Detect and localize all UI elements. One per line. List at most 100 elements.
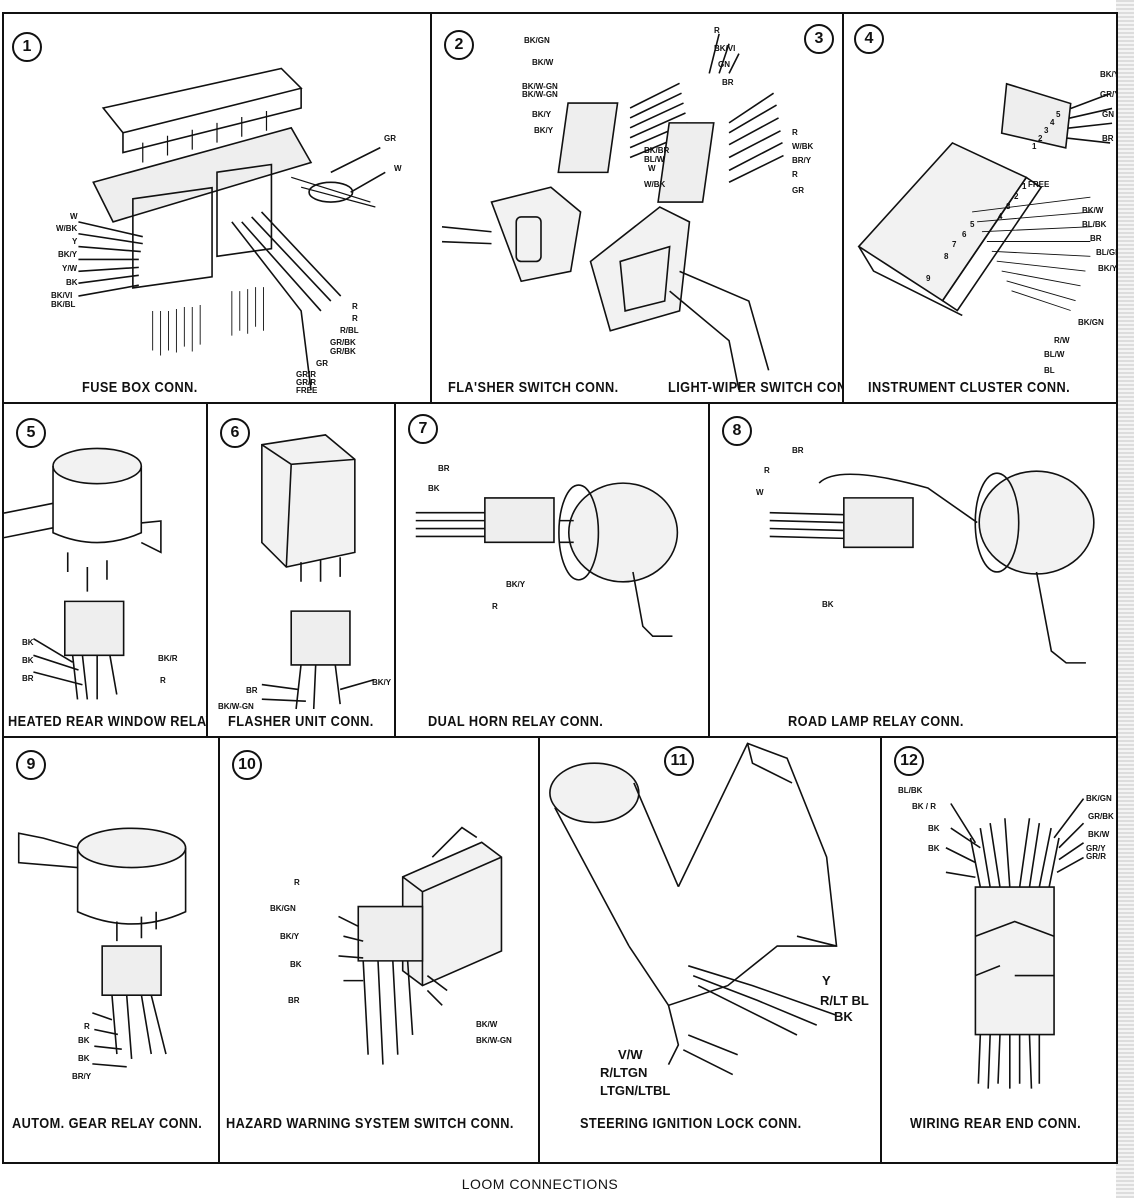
wire-label: W/BK [792,142,814,151]
wire-label: V/W [618,1047,643,1062]
panel-flasher-light-wiper: 2 3 BK/GN BK/W BK/W-GN BK/W-GN BK/Y BK/Y… [430,12,844,404]
wire-label: FREE [1028,180,1050,189]
wire-label: BK/W-GN [522,90,558,99]
wire-label: R [352,302,358,311]
panel-number: 8 [722,416,752,446]
panel-title: AUTOM. GEAR RELAY CONN. [12,1115,203,1132]
wire-label: FREE [296,386,318,395]
wire-label: R [792,128,798,137]
panel-instrument-cluster: 4 BK/Y GR/Y GN BR FREE BK/W BL/BK BR BL/… [842,12,1118,404]
wire-label: BK/R [158,654,178,663]
wire-label: BR/Y [792,156,812,165]
wire-label: BK/BL [51,300,76,309]
panel-hazard-switch: 10 R BK/GN BK/Y BK BR BK/W BK/W-GN HAZAR… [218,736,540,1164]
relay-drawing [4,404,206,736]
wire-label: BK [928,844,940,853]
wire-label: BK [78,1054,90,1063]
panel-number: 2 [444,30,474,60]
wire-label: W [756,488,764,497]
wire-label: LTGN/LTBL [600,1083,671,1098]
wire-label: R [160,676,166,685]
flasher-unit-drawing [208,404,394,736]
panel-title: STEERING IGNITION LOCK CONN. [580,1115,802,1132]
panel-title: ROAD LAMP RELAY CONN. [788,713,964,730]
wire-label: BK/W-GN [218,702,254,711]
pin-number: 2 [1014,192,1019,201]
wire-label: BK/W [532,58,554,67]
wire-label: BK/GN [270,904,296,913]
wire-label: BK/Y [506,580,526,589]
wire-label: W [70,212,78,221]
panel-title: WIRING REAR END CONN. [910,1115,1082,1132]
pin-number: 9 [926,274,931,283]
wire-label: BK/GN [524,36,550,45]
panel-number: 6 [220,418,250,448]
wire-label: R [792,170,798,179]
rear-end-drawing [882,738,1116,1162]
wire-label: BK / R [912,802,936,811]
wire-label: BK [78,1036,90,1045]
pin-number: 3 [1044,126,1049,135]
panel-title: HAZARD WARNING SYSTEM SWITCH CONN. [226,1115,514,1132]
wire-label: BK/Y [532,110,552,119]
wire-label: GR [384,134,396,143]
wire-label: R/W [1054,336,1070,345]
wire-label: BK [822,600,834,609]
wire-label: W [394,164,402,173]
wire-label: BL/GN [1096,248,1116,257]
panel-number: 11 [664,746,694,776]
wire-label: BK [22,656,34,665]
wire-label: BK/W [1088,830,1110,839]
panel-number: 5 [16,418,46,448]
instrument-cluster-drawing [844,14,1116,402]
wire-label: R/BL [340,326,359,335]
scan-edge [1116,0,1134,1198]
pin-number: 4 [998,212,1003,221]
wire-label: Y/W [62,264,78,273]
panel-fuse-box: 1 GR W W W/BK Y BK/Y Y/W BK BK/VI BK/BL … [2,12,432,404]
pin-number: 1 [1022,182,1027,191]
wire-label: BK [834,1009,853,1024]
wire-label: BK/W-GN [476,1036,512,1045]
panel-flasher-unit: 6 BR BK/W-GN BK/Y FLASHER UNIT CONN. [206,402,396,738]
wire-label: BK/W [476,1020,498,1029]
wire-label: W/BK [56,224,78,233]
wire-label: BL/BK [1082,220,1107,229]
wire-label: GR/R [1086,852,1106,861]
wire-label: BR [1102,134,1114,143]
pin-number: 7 [952,240,957,249]
pin-number: 6 [962,230,967,239]
panel-title: INSTRUMENT CLUSTER CONN. [868,379,1071,396]
panel-steering-ignition-lock: 11 Y R/LT BL BK V/W R/LTGN LTGN/LTBL STE… [538,736,882,1164]
wire-label: BK/BR [644,146,670,155]
wire-label: GR/BK [330,347,356,356]
wire-label: BK/W [1082,206,1104,215]
ignition-lock-drawing [540,738,880,1162]
panel-title: FLASHER UNIT CONN. [228,713,374,730]
panel-road-lamp-relay: 8 BR R W BK ROAD LAMP RELAY CONN. [708,402,1118,738]
wire-label: BK/VI [51,291,73,300]
wire-label: BL/W [1044,350,1065,359]
wire-label: GR [316,359,328,368]
wire-label: BK/VI [714,44,736,53]
wire-label: BR/Y [72,1072,92,1081]
wire-label: R [294,878,300,887]
wire-label: R [764,466,770,475]
pin-number: 4 [1050,118,1055,127]
wire-label: BK/Y [1098,264,1118,273]
wire-label: BR [1090,234,1102,243]
panel-number: 7 [408,414,438,444]
wire-label: R [84,1022,90,1031]
wire-label: R/LTGN [600,1065,648,1080]
pin-number: 8 [944,252,949,261]
pin-number: 5 [1056,110,1061,119]
panel-number: 1 [12,32,42,62]
wire-label: Y [822,973,831,988]
wire-label: GR/Y [1100,90,1118,99]
wire-label: GR/Y [1086,844,1106,853]
wire-label: BK/Y [372,678,392,687]
wire-label: GR/R [296,378,316,387]
wire-label: BL/W [644,155,665,164]
wire-label: BK/GN [1078,318,1104,327]
wire-label: BK/Y [534,126,554,135]
